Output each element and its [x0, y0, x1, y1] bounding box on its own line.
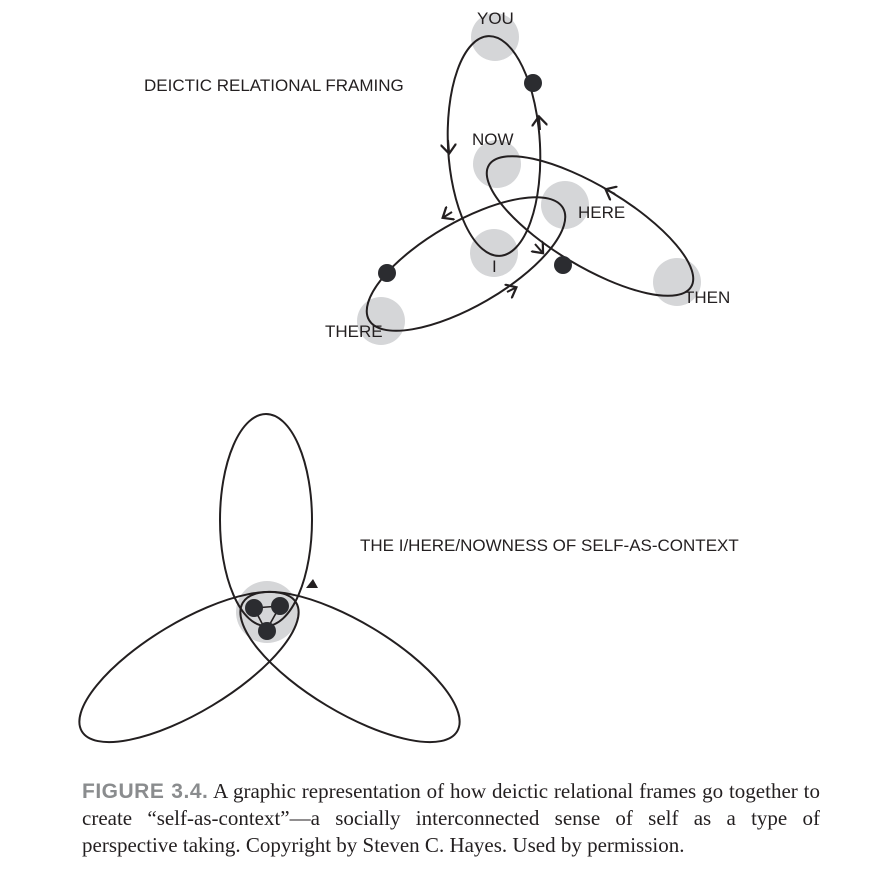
node-there-circle	[357, 297, 405, 345]
node-here-circle	[541, 181, 589, 229]
node-then-circle	[653, 258, 701, 306]
label-you: YOU	[477, 9, 514, 28]
figure-caption: FIGURE 3.4. A graphic representation of …	[82, 778, 820, 859]
bottom-ellipse-left	[78, 590, 300, 744]
arrow-up	[539, 118, 540, 131]
ellipse-there-here	[365, 196, 567, 332]
connector-lines	[252, 605, 282, 633]
top-node-circles	[357, 13, 701, 345]
bottom-ellipse-right	[239, 590, 461, 744]
label-i: I	[492, 257, 497, 276]
top-diagram-title: DEICTIC RELATIONAL FRAMING	[144, 76, 404, 95]
black-dot	[524, 74, 542, 92]
caption-text: A graphic representation of how deictic …	[82, 779, 820, 857]
label-here: HERE	[578, 203, 625, 222]
triangle-marker-icon	[306, 579, 318, 588]
node-now-circle	[473, 140, 521, 188]
black-dot	[378, 264, 396, 282]
bottom-diagram-title: THE I/HERE/NOWNESS OF SELF-AS-CONTEXT	[360, 536, 739, 555]
node-i-circle	[470, 229, 518, 277]
black-dot	[258, 622, 276, 640]
arrow-down	[448, 139, 449, 152]
black-dot	[245, 599, 263, 617]
arrow-upleft	[607, 190, 615, 194]
label-there: THERE	[325, 322, 383, 341]
self-center-circle	[236, 581, 298, 643]
arrow-right	[507, 288, 515, 292]
arrow-downright	[535, 244, 542, 252]
arrow-left	[444, 212, 452, 217]
figure-label: FIGURE 3.4.	[82, 780, 209, 803]
black-dot	[554, 256, 572, 274]
label-now: NOW	[472, 130, 514, 149]
label-then: THEN	[684, 288, 730, 307]
black-dot	[271, 597, 289, 615]
